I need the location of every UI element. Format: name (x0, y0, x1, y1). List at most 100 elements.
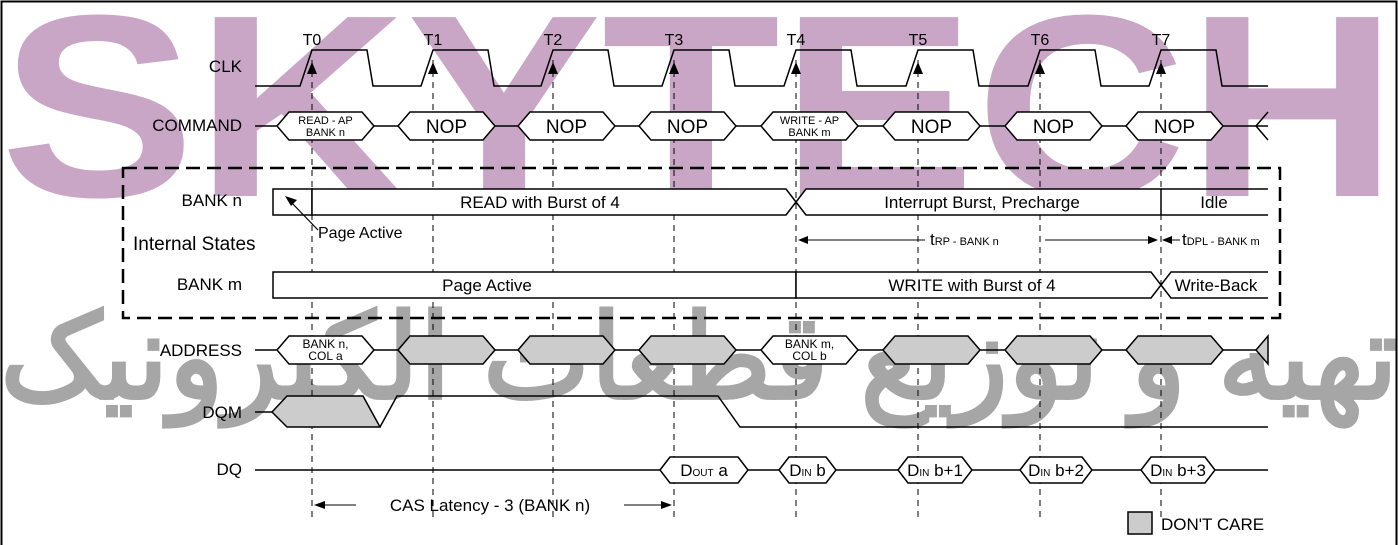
address-dont-care-cell (397, 335, 496, 365)
clk-rising-edge-arrow (428, 62, 438, 74)
dq-row: DOUT a DIN b DIN b+1 DIN b+2 DIN b+3 (255, 456, 1268, 484)
address-bank-label: BANK n, (302, 337, 348, 351)
tdpl-label: tDPL - BANK m (1182, 230, 1260, 249)
bank-m-page-active-box (272, 271, 797, 299)
time-label-3: T3 (665, 32, 684, 49)
dq-data-cell (897, 456, 973, 484)
time-labels: T0 T1 T2 T3 T4 T5 T6 T7 (303, 32, 1171, 49)
time-label-5: T5 (909, 32, 928, 49)
command-cell (638, 111, 737, 141)
dq-data-cell (1019, 456, 1093, 484)
signal-bank-m-label: BANK m (177, 275, 242, 294)
command-cell (882, 111, 981, 141)
clk-signal (255, 49, 1268, 87)
time-label-4: T4 (787, 32, 806, 49)
internal-states-box (121, 166, 1282, 320)
address-column-label: COL b (792, 349, 827, 363)
dq-data-label: DOUT a (680, 461, 728, 480)
signal-clk-label: CLK (209, 57, 243, 76)
address-cell (760, 335, 859, 365)
bank-m-row: Page Active WRITE with Burst of 4 Write-… (272, 271, 1268, 299)
command-cell (397, 111, 496, 141)
clk-rising-edge-arrow (791, 62, 801, 74)
time-label-6: T6 (1031, 32, 1050, 49)
command-bank-label: BANK m (788, 127, 830, 139)
address-column-label: COL a (308, 349, 343, 363)
timing-arrows: tRP - BANK n tDPL - BANK m (798, 230, 1260, 249)
signal-bank-n-label: BANK n (182, 191, 242, 210)
command-label: NOP (1033, 117, 1074, 138)
cas-latency: CAS Latency - 3 (BANK n) (314, 496, 672, 515)
bank-m-write-text: WRITE with Burst of 4 (888, 276, 1055, 295)
dont-care-swatch (1127, 511, 1153, 535)
dq-data-label: DIN b+1 (907, 461, 963, 480)
cas-latency-text: CAS Latency - 3 (BANK n) (390, 496, 590, 515)
clk-rising-edge-arrow (1035, 62, 1045, 74)
bank-m-writeback-box (1160, 271, 1268, 299)
command-label: NOP (546, 117, 587, 138)
dq-data-label: DIN b+2 (1028, 461, 1084, 480)
bank-n-read-box (311, 188, 797, 216)
clk-rising-edge-arrow (307, 62, 317, 74)
command-cell (276, 111, 375, 141)
address-dont-care-cell (638, 335, 737, 365)
command-label: NOP (1154, 117, 1195, 138)
clk-rising-edge-arrow (548, 62, 558, 74)
time-label-2: T2 (544, 32, 563, 49)
dq-data-label: DIN b+3 (1150, 461, 1206, 480)
dqm-row (255, 395, 1268, 428)
address-dont-care-cell (1004, 335, 1103, 365)
time-label-0: T0 (303, 32, 322, 49)
dq-data-label: DIN b (789, 461, 825, 480)
address-cell (276, 335, 375, 365)
signal-command-label: COMMAND (152, 116, 242, 135)
clk-rising-edge-arrow (913, 62, 923, 74)
address-dont-care-cell (1125, 335, 1224, 365)
address-bank-label: BANK m, (785, 337, 834, 351)
address-dont-care-cell (882, 335, 981, 365)
command-label: NOP (426, 117, 467, 138)
dq-data-cell (1140, 456, 1216, 484)
signal-address-label: ADDRESS (160, 341, 242, 360)
command-label: NOP (667, 117, 708, 138)
address-row: BANK n,COL a BANK m,COL b (255, 333, 1269, 367)
bank-n-read-text: READ with Burst of 4 (460, 193, 620, 212)
trp-label: tRP - BANK n (930, 230, 999, 249)
bank-n-interrupt-box (795, 188, 1162, 216)
bank-m-write-box (795, 271, 1162, 299)
command-label: NOP (911, 117, 952, 138)
page-active-arrowhead (285, 196, 297, 206)
signal-names: CLK COMMAND BANK n BANK m ADDRESS DQM DQ… (133, 57, 256, 479)
clk-rising-edge-arrow (1156, 62, 1166, 74)
command-label: WRITE - AP (780, 115, 839, 127)
bank-m-page-active-text: Page Active (442, 276, 532, 295)
command-label: READ - AP (298, 115, 352, 127)
time-label-7: T7 (1152, 32, 1171, 49)
bank-m-writeback-text: Write-Back (1175, 276, 1258, 295)
dont-care-label: DON'T CARE (1161, 515, 1264, 534)
bank-n-row: READ with Burst of 4 Interrupt Burst, Pr… (272, 188, 1268, 242)
bank-n-interrupt-text: Interrupt Burst, Precharge (884, 193, 1080, 212)
signal-dq-label: DQ (217, 460, 243, 479)
command-cell (1004, 111, 1103, 141)
address-dont-care-cell (517, 335, 616, 365)
command-cell (1125, 111, 1224, 141)
clk-waveform (255, 49, 1268, 87)
time-label-1: T1 (424, 32, 443, 49)
page-active-note: Page Active (318, 225, 403, 242)
dq-data-cell (659, 456, 749, 484)
internal-states-label: Internal States (133, 234, 256, 255)
bank-n-idle-text: Idle (1200, 193, 1227, 212)
page-active-pointer (289, 200, 319, 231)
dq-data-cell (778, 456, 837, 484)
command-cell (517, 111, 616, 141)
legend: DON'T CARE (1127, 511, 1264, 535)
bank-n-idle-box (1161, 188, 1268, 216)
command-bank-label: BANK n (306, 127, 345, 139)
signal-dqm-label: DQM (202, 403, 242, 422)
command-cell (760, 111, 859, 141)
clk-rising-edge-arrow (669, 62, 679, 74)
